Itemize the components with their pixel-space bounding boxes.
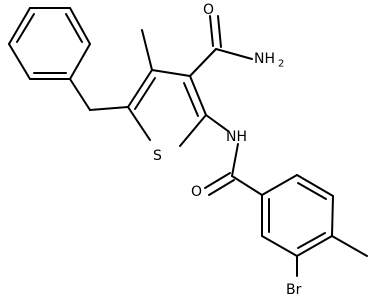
ch2-bond: [89, 106, 129, 111]
bond: [69, 43, 91, 80]
carbonyl-double-bond: [209, 15, 214, 47]
bond: [261, 235, 298, 257]
bond: [331, 195, 334, 237]
carbonyl-double-bond: [208, 179, 235, 196]
bond: [296, 235, 333, 257]
carbonyl-double-bond: [204, 172, 231, 189]
amide-subscript-label: 2: [278, 59, 284, 70]
methyl-bond: [141, 29, 153, 71]
carbonyl-ring-bond: [231, 175, 263, 196]
amide-nitrogen-label: NH: [254, 51, 275, 67]
carboxamide-bond: [189, 48, 217, 77]
bond: [8, 43, 31, 80]
benzyl-phenyl-ring: [8, 7, 91, 80]
amide-nh-label: NH: [226, 129, 247, 145]
bond: [179, 114, 207, 147]
nh-bond: [231, 143, 239, 177]
bond: [127, 69, 153, 108]
double-bond: [183, 82, 199, 117]
amide-bond: [215, 48, 253, 60]
double-bond: [297, 182, 327, 200]
carbonyl-oxygen-label: O: [203, 2, 214, 18]
sulfur-label: S: [153, 148, 162, 164]
benzamide-oxygen-label: O: [191, 184, 202, 200]
bromine-label: Br: [286, 282, 302, 298]
double-bond: [65, 13, 83, 43]
bond: [127, 106, 151, 141]
bond: [69, 7, 91, 45]
ch2-bond: [69, 78, 91, 111]
aryl-methyl-bond: [331, 235, 368, 257]
double-bond: [16, 13, 35, 43]
thiophene-ring: [127, 69, 207, 147]
nh-bond: [205, 114, 229, 132]
bromomethylphenyl-ring: [261, 174, 334, 257]
bond: [189, 75, 207, 116]
bond: [151, 69, 191, 77]
double-bond: [297, 232, 326, 249]
bond: [261, 174, 298, 196]
bond: [8, 7, 31, 45]
double-bond: [134, 77, 156, 110]
carbonyl-double-bond: [217, 15, 222, 48]
bond: [296, 174, 334, 197]
